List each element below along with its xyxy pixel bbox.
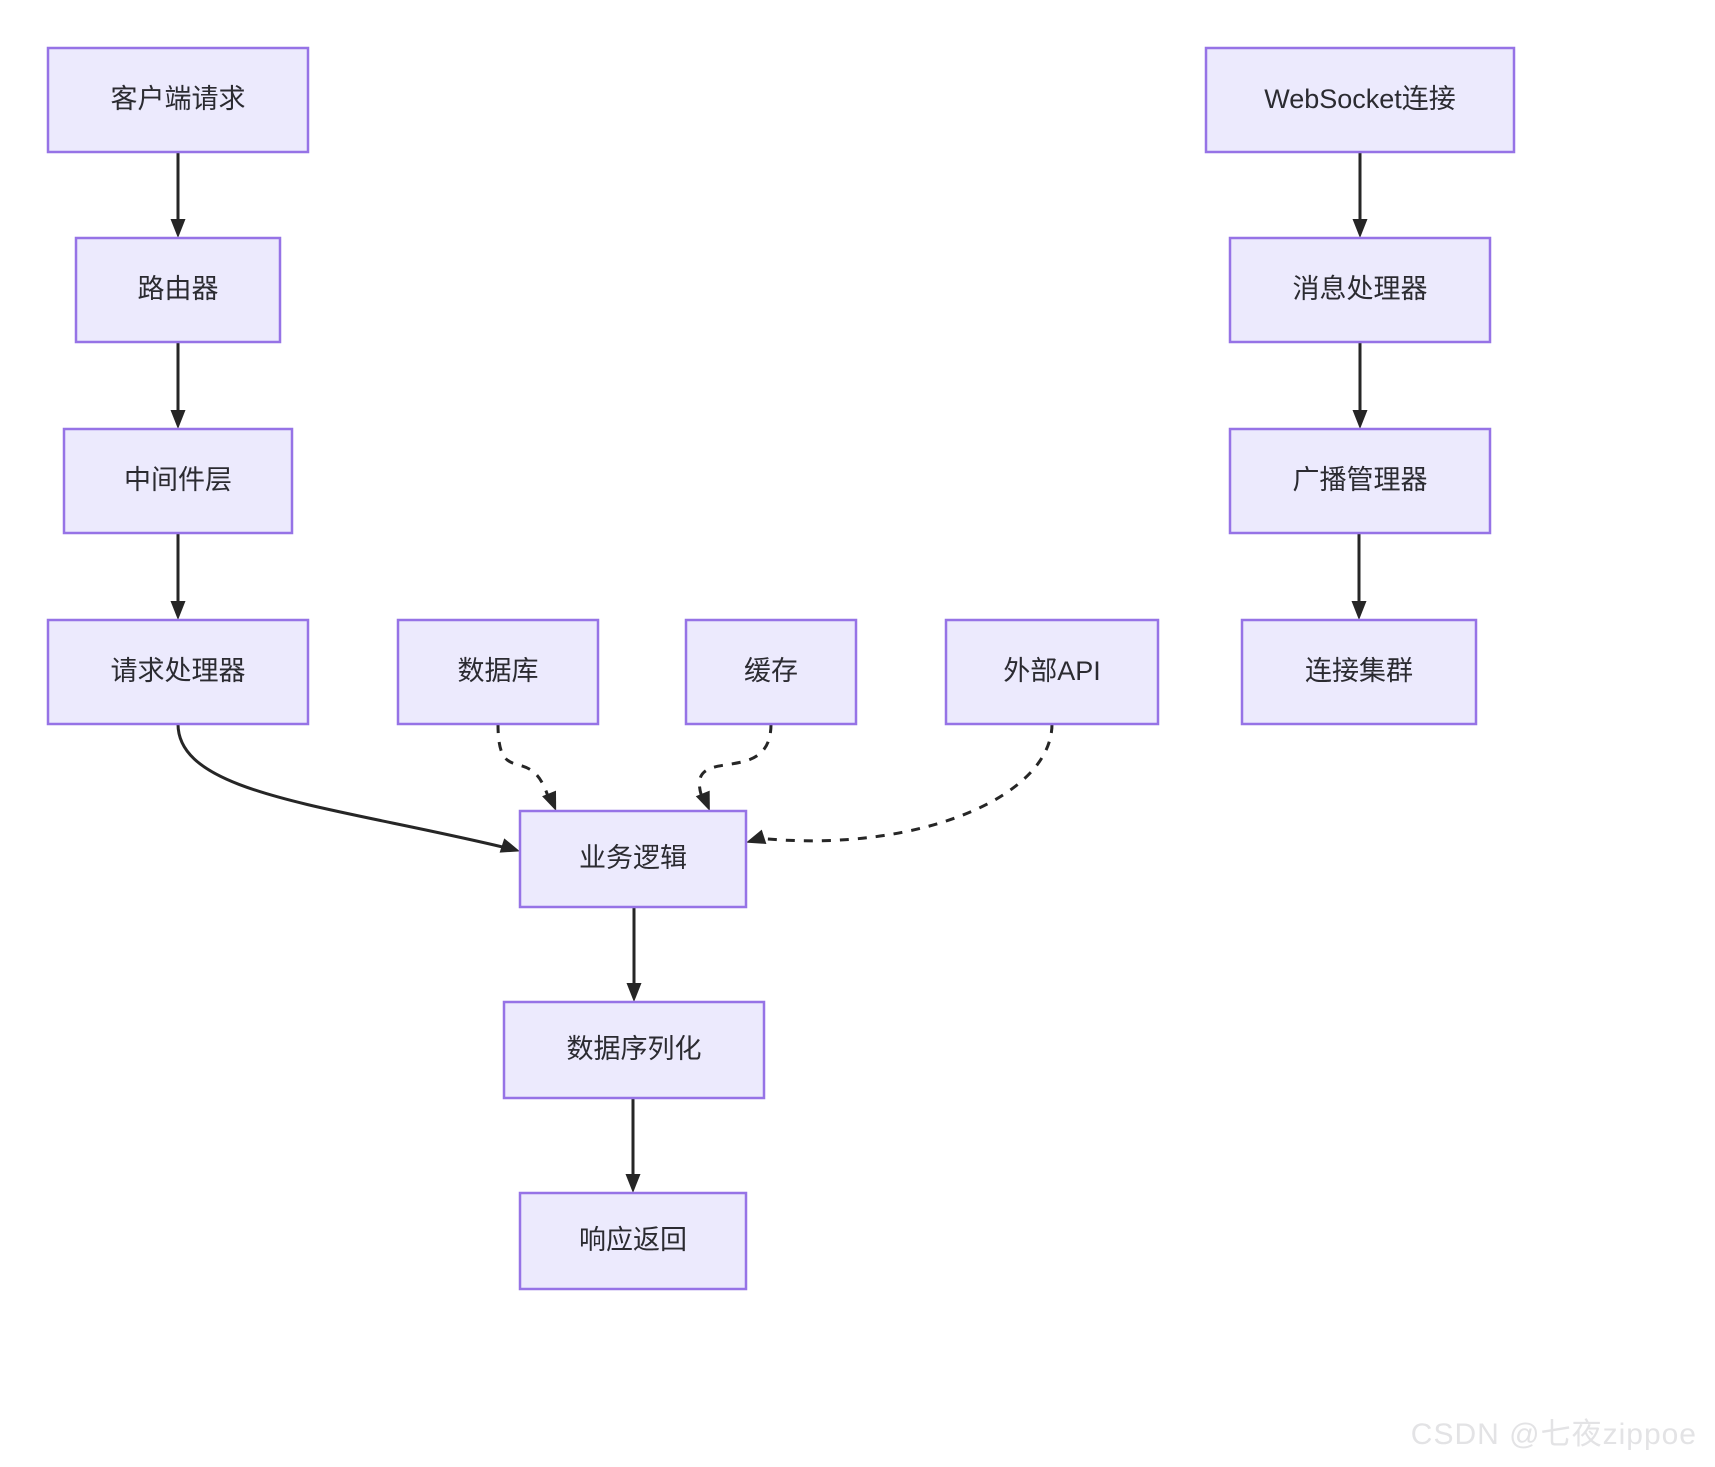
arrowhead-websocket-to-message_handler <box>1352 219 1368 238</box>
arrowhead-external_api-to-business_logic <box>746 829 767 844</box>
node-label-websocket: WebSocket连接 <box>1264 84 1456 114</box>
edge-external_api-to-business_logic <box>763 723 1054 843</box>
node-label-request_handler: 请求处理器 <box>111 656 246 686</box>
node-box-client_request <box>46 46 310 154</box>
node-broadcast_mgr[interactable]: 广播管理器 <box>1228 427 1492 535</box>
node-label-connection_pool: 连接集群 <box>1305 656 1413 686</box>
node-box-response <box>518 1191 748 1291</box>
node-business_logic[interactable]: 业务逻辑 <box>518 809 748 909</box>
node-box-external_api <box>944 618 1160 726</box>
node-label-client_request: 客户端请求 <box>111 84 246 114</box>
node-label-router: 路由器 <box>138 274 219 304</box>
arrowhead-router-to-middleware <box>170 410 186 429</box>
node-label-serialization: 数据序列化 <box>567 1034 702 1064</box>
node-box-serialization <box>502 1000 766 1100</box>
edge-request_handler-to-business_logic <box>176 723 505 849</box>
node-middleware[interactable]: 中间件层 <box>62 427 294 535</box>
node-box-router <box>74 236 282 344</box>
arrowhead-middleware-to-request_handler <box>170 601 186 620</box>
node-external_api[interactable]: 外部API <box>944 618 1160 726</box>
arrowhead-client_request-to-router <box>170 219 186 238</box>
node-label-message_handler: 消息处理器 <box>1293 274 1428 304</box>
node-response[interactable]: 响应返回 <box>518 1191 748 1291</box>
arrowhead-cache-to-business_logic <box>695 790 710 811</box>
node-cache[interactable]: 缓存 <box>684 618 858 726</box>
node-serialization[interactable]: 数据序列化 <box>502 1000 766 1100</box>
node-box-database <box>396 618 600 726</box>
node-database[interactable]: 数据库 <box>396 618 600 726</box>
node-box-cache <box>684 618 858 726</box>
edge-cache-to-business_logic <box>698 723 773 798</box>
csdn-watermark: CSDN @七夜zippoe <box>1410 1418 1697 1451</box>
node-request_handler[interactable]: 请求处理器 <box>46 618 310 726</box>
node-label-response: 响应返回 <box>579 1225 687 1255</box>
node-label-business_logic: 业务逻辑 <box>579 843 687 873</box>
node-connection_pool[interactable]: 连接集群 <box>1240 618 1478 726</box>
edge-database-to-business_logic <box>496 723 550 798</box>
node-client_request[interactable]: 客户端请求 <box>46 46 310 154</box>
arrowhead-message_handler-to-broadcast_mgr <box>1352 410 1368 429</box>
node-box-broadcast_mgr <box>1228 427 1492 535</box>
node-box-connection_pool <box>1240 618 1478 726</box>
node-message_handler[interactable]: 消息处理器 <box>1228 236 1492 344</box>
node-label-middleware: 中间件层 <box>124 465 232 495</box>
edges-layer <box>170 152 1368 1193</box>
node-router[interactable]: 路由器 <box>74 236 282 344</box>
node-label-broadcast_mgr: 广播管理器 <box>1293 465 1428 495</box>
node-box-middleware <box>62 427 294 535</box>
arrowhead-serialization-to-response <box>625 1174 641 1193</box>
node-box-websocket <box>1204 46 1516 154</box>
node-websocket[interactable]: WebSocket连接 <box>1204 46 1516 154</box>
arrowhead-request_handler-to-business_logic <box>499 838 520 853</box>
arrowhead-broadcast_mgr-to-connection_pool <box>1351 601 1367 620</box>
arrowhead-database-to-business_logic <box>542 790 557 811</box>
node-label-cache: 缓存 <box>744 656 798 686</box>
node-box-business_logic <box>518 809 748 909</box>
node-label-database: 数据库 <box>458 656 539 686</box>
node-box-request_handler <box>46 618 310 726</box>
node-box-message_handler <box>1228 236 1492 344</box>
node-label-external_api: 外部API <box>1003 656 1101 686</box>
arrowhead-business_logic-to-serialization <box>626 983 642 1002</box>
